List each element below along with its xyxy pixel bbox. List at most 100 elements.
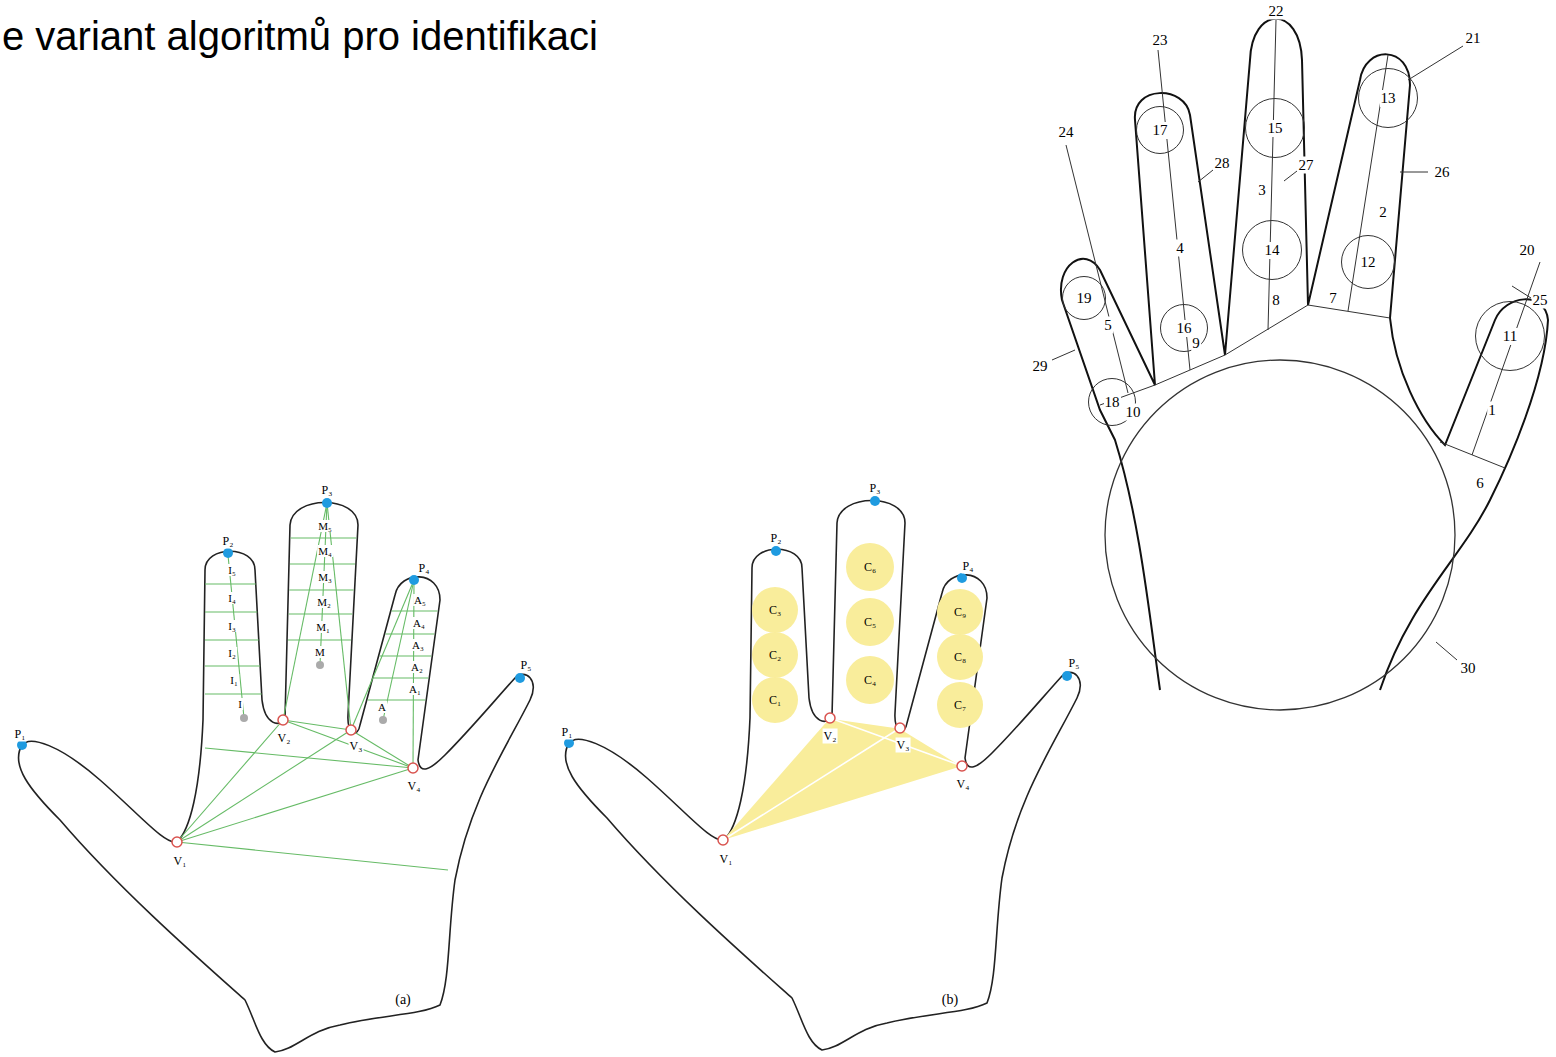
finger-label: M [314, 646, 326, 658]
callout-number: 5 [1103, 317, 1113, 334]
figure-tag: (a) [394, 992, 412, 1008]
callout-number: 30 [1460, 660, 1477, 677]
circle-label: C₁ [769, 693, 781, 708]
finger-circle: C₇ [937, 682, 983, 728]
cross-line [289, 589, 353, 590]
finger-label: I₁ [229, 674, 239, 686]
callout-number: 2 [1378, 204, 1388, 221]
circle-label: C₄ [864, 673, 876, 688]
measure-circle: 13 [1358, 68, 1418, 128]
measure-lines [177, 503, 448, 870]
valley-label: V₃ [896, 738, 911, 753]
callout-number: 9 [1191, 335, 1201, 352]
circle-label: 13 [1380, 90, 1397, 107]
finger-label: A [377, 701, 387, 713]
circle-label: C₇ [954, 698, 966, 713]
finger-circle: C₈ [937, 634, 983, 680]
cross-line [205, 693, 262, 694]
circle-label: 14 [1264, 242, 1281, 259]
callout-number: 27 [1298, 157, 1315, 174]
tip-label: P₅ [1068, 656, 1081, 671]
valley-points [718, 713, 967, 845]
valley-label: V₃ [349, 739, 364, 754]
finger-label: M₄ [317, 545, 333, 557]
measure-circle: 19 [1062, 276, 1106, 320]
palm-polygon [723, 718, 962, 840]
finger-label: M₃ [317, 571, 333, 583]
tip-label: P₅ [520, 658, 533, 673]
finger-label: M₅ [317, 520, 333, 532]
callout-number: 20 [1519, 242, 1536, 259]
circle-label: 12 [1360, 254, 1377, 271]
callout-number: 4 [1175, 240, 1185, 257]
measure-circle: 14 [1242, 220, 1302, 280]
cross-line [380, 655, 432, 656]
tip-label: P₃ [321, 483, 334, 498]
valley-label: V₁ [719, 852, 734, 867]
valley-label: V₂ [823, 729, 838, 744]
valley-label: V₄ [407, 779, 422, 794]
palm-lines [723, 718, 962, 840]
cross-line [374, 677, 429, 678]
finger-circle: C₂ [752, 632, 798, 678]
callout-number: 28 [1214, 155, 1231, 172]
finger-circle: C₅ [846, 598, 894, 646]
cross-line [392, 610, 438, 611]
tip-label: P₂ [222, 534, 235, 549]
valley-points [172, 715, 418, 847]
finger-label: A₅ [413, 594, 427, 606]
finger-label: I [237, 698, 243, 710]
circle-label: C₂ [769, 648, 781, 663]
circle-label: 19 [1076, 290, 1093, 307]
circle-label: C₆ [864, 560, 876, 575]
finger-label: A₂ [410, 661, 424, 673]
finger-label: A₁ [408, 683, 422, 695]
cross-line [205, 639, 259, 640]
figure-tag: (b) [941, 992, 959, 1008]
callout-number: 10 [1125, 404, 1142, 421]
finger-circle: C₁ [752, 677, 798, 723]
circle-label: 15 [1267, 120, 1284, 137]
hand-outline [565, 501, 1080, 1051]
hand-outline [1061, 19, 1548, 690]
callout-number: 8 [1271, 292, 1281, 309]
callout-number: 6 [1475, 475, 1485, 492]
callout-number: 1 [1487, 402, 1497, 419]
finger-label: I₃ [227, 620, 237, 632]
tip-label: P₁ [561, 725, 574, 740]
palm-circle [1105, 360, 1455, 710]
cross-line [289, 613, 353, 614]
callout-number: 25 [1532, 292, 1549, 309]
measure-circle: 12 [1341, 235, 1395, 289]
finger-label: I₅ [227, 564, 237, 576]
circle-label: 11 [1502, 328, 1518, 345]
tip-points [17, 498, 525, 750]
tip-label: P₄ [418, 561, 431, 576]
cross-line [291, 537, 357, 538]
finger-circle: C₉ [937, 589, 983, 635]
axis-lines [1066, 20, 1540, 468]
finger-circle: C₄ [846, 656, 894, 704]
circle-label: 18 [1104, 394, 1121, 411]
finger-label: A₄ [412, 617, 426, 629]
finger-label: I₄ [227, 592, 237, 604]
finger-label: A₃ [411, 639, 425, 651]
callout-number: 21 [1465, 30, 1482, 47]
valley-label: V₄ [956, 777, 971, 792]
callout-number: 24 [1058, 124, 1075, 141]
circle-label: 17 [1152, 122, 1169, 139]
cross-line [288, 639, 351, 640]
circle-label: C₃ [769, 603, 781, 618]
cross-line [386, 633, 435, 634]
finger-label: I₂ [227, 647, 237, 659]
circle-label: C₅ [864, 615, 876, 630]
callout-number: 26 [1434, 164, 1451, 181]
cross-line [290, 563, 355, 564]
measure-circle: 15 [1245, 98, 1305, 158]
hand-outline [18, 503, 533, 1053]
tip-label: P₃ [869, 481, 882, 496]
callout-number: 3 [1257, 182, 1267, 199]
tip-label: P₄ [962, 559, 975, 574]
